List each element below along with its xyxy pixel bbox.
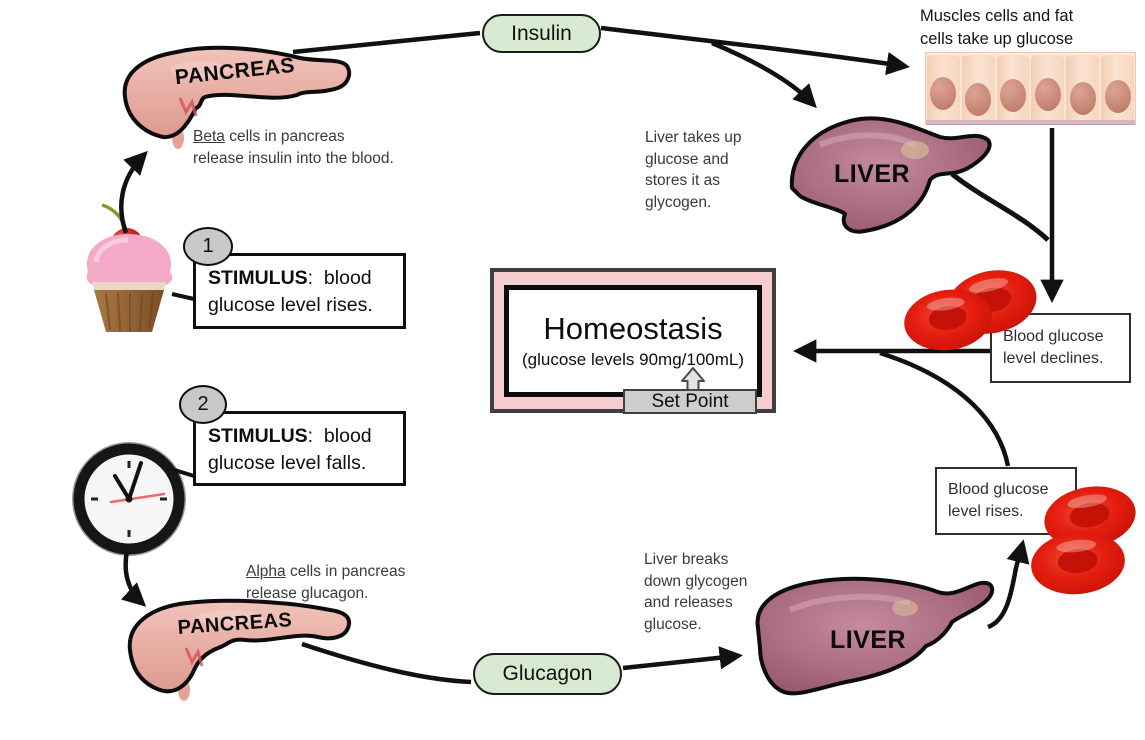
set-point-label: Set Point bbox=[651, 390, 729, 412]
muscle-cell bbox=[961, 53, 995, 124]
pancreas-top-label: PANCREAS bbox=[173, 53, 296, 90]
muscle-cell bbox=[927, 53, 960, 124]
liver-takes-up-glucose-note: Liver takes up glucose and stores it as … bbox=[645, 129, 742, 211]
homeostasis-title: Homeostasis bbox=[543, 311, 723, 347]
stimulus-1-box: STIMULUS: blood glucose level rises. bbox=[193, 253, 406, 329]
homeostasis-inner-box: Homeostasis (glucose levels 90mg/100mL) bbox=[504, 285, 762, 397]
arrow-insulin-to-muscle-cells bbox=[600, 25, 910, 76]
alpha-underlined: Alpha bbox=[246, 563, 286, 580]
clock-illustration bbox=[72, 442, 186, 556]
beta-underlined: Beta bbox=[193, 128, 225, 145]
arrow-clock-to-pancreas bbox=[121, 550, 147, 607]
stimulus-2-box: STIMULUS: blood glucose level falls. bbox=[193, 411, 406, 486]
declines-line1: Blood glucose bbox=[1003, 328, 1104, 345]
stimulus-2-keyword: STIMULUS bbox=[208, 425, 308, 447]
insulin-pill: Insulin bbox=[482, 14, 601, 53]
arrow-glucagon-to-liver bbox=[622, 646, 743, 671]
pancreatic-duct-drop bbox=[178, 679, 190, 701]
muscle-and-fat-cells-illustration bbox=[925, 52, 1136, 125]
arrow-liver-to-rises-box bbox=[987, 539, 1030, 630]
muscle-cell bbox=[1031, 53, 1065, 124]
muscle-cells-note: Muscles cells and fat cells take up gluc… bbox=[920, 7, 1074, 48]
arrow-insulin-to-liver bbox=[711, 40, 817, 109]
stimulus-2-text: : blood glucose level falls. bbox=[208, 425, 378, 474]
liver-breaks-down-glycogen-note: Liver breaks down glycogen and releases … bbox=[644, 551, 748, 633]
muscle-cell bbox=[1101, 53, 1134, 124]
stimulus-1-keyword: STIMULUS bbox=[208, 267, 308, 289]
cell-nucleus bbox=[1034, 78, 1061, 111]
rises-line1: Blood glucose bbox=[948, 481, 1049, 498]
connector-cupcake-to-stimulus1 bbox=[171, 292, 195, 301]
glucagon-pill: Glucagon bbox=[473, 653, 622, 695]
cell-nucleus bbox=[1000, 79, 1027, 112]
set-point-box: Set Point bbox=[623, 389, 757, 414]
blood-glucose-declines-box: Blood glucose level declines. bbox=[990, 313, 1131, 383]
stimulus-1-badge: 1 bbox=[183, 227, 233, 266]
blood-glucose-rises-box: Blood glucose level rises. bbox=[935, 467, 1077, 535]
cell-nucleus bbox=[965, 83, 992, 116]
cell-nucleus bbox=[1069, 82, 1096, 115]
stimulus-2-badge: 2 bbox=[179, 385, 227, 424]
homeostasis-subtitle: (glucose levels 90mg/100mL) bbox=[521, 349, 745, 369]
rises-line2: level rises. bbox=[948, 503, 1024, 520]
muscle-cell bbox=[996, 53, 1030, 124]
cell-nucleus bbox=[930, 77, 957, 110]
arrow-cupcake-to-pancreas bbox=[119, 150, 148, 234]
line-pancreas-to-glucagon bbox=[301, 641, 472, 685]
declines-line2: level declines. bbox=[1003, 350, 1104, 367]
line-pancreas-to-insulin bbox=[292, 30, 481, 55]
glucagon-pill-label: Glucagon bbox=[502, 662, 593, 685]
liver-top-label: LIVER bbox=[833, 160, 911, 188]
beta-cells-note: Beta cells in pancreas release insulin i… bbox=[193, 128, 394, 167]
alpha-cells-note: Alpha cells in pancreas release glucagon… bbox=[246, 563, 406, 602]
pancreatic-duct-drop bbox=[172, 127, 184, 149]
insulin-pill-label: Insulin bbox=[511, 21, 572, 45]
muscle-cell bbox=[1066, 53, 1100, 124]
cupcake-illustration bbox=[86, 203, 173, 332]
pancreas-bottom-label: PANCREAS bbox=[176, 609, 293, 639]
line-rises-to-homeostasis-path bbox=[879, 350, 1011, 467]
cell-nucleus bbox=[1104, 80, 1131, 113]
line-liver-to-declines-path bbox=[950, 172, 1050, 242]
connector-clock-to-stimulus2 bbox=[167, 466, 195, 478]
liver-bottom-label: LIVER bbox=[829, 626, 907, 654]
basement-membrane-strip bbox=[926, 120, 1135, 125]
stimulus-1-text: : blood glucose level rises. bbox=[208, 267, 378, 316]
